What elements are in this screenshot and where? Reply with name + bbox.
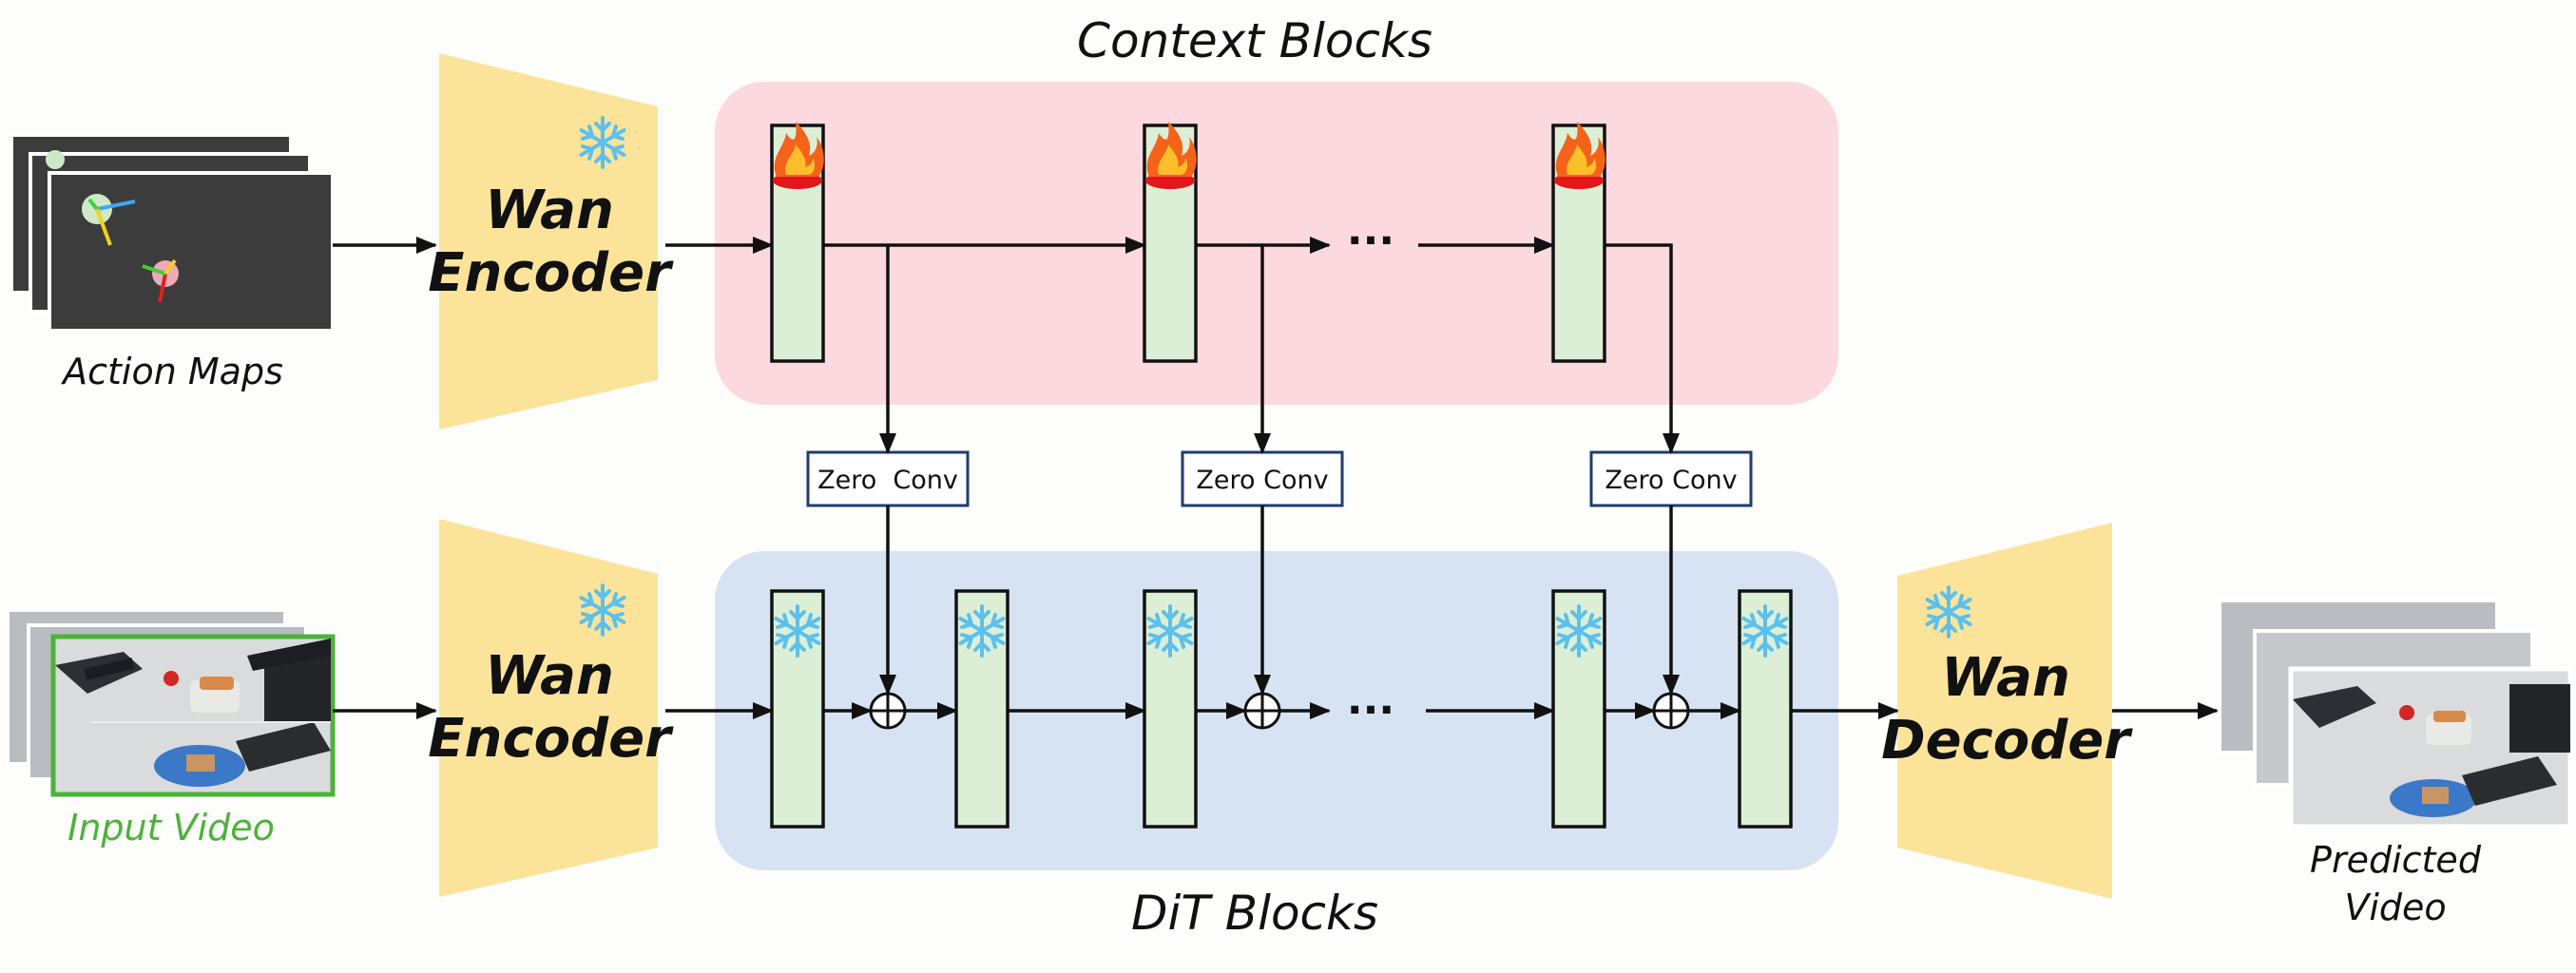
zero-conv-2-label: Zero Conv [1196,466,1328,495]
wan-encoder-bottom-line1: Wan [485,645,614,707]
zero-conv-1-label: Zero Conv [817,466,958,495]
zero-conv-3-label: Zero Conv [1605,466,1737,495]
context-ellipsis: ··· [1347,217,1394,265]
wan-encoder-bottom-line2: Encoder [428,708,674,770]
input-video-label: Input Video [67,807,275,849]
action-maps-label: Action Maps [60,351,283,392]
add-node-1 [869,692,907,730]
predicted-video-label-line2: Video [2344,887,2446,928]
zero-conv-1: Zero Conv [806,450,970,507]
wan-decoder: Wan Decoder [1881,523,2133,899]
predicted-video-stack [2218,599,2573,830]
add-node-2 [1243,692,1281,730]
dit-blocks-title: DiT Blocks [1131,886,1378,941]
dit-block-1 [770,589,825,829]
action-maps-stack [10,133,335,333]
dit-block-2 [954,589,1009,829]
context-block-2 [1143,122,1198,363]
predicted-video-label-line1: Predicted [2310,839,2482,881]
wan-encoder-top: Wan Encoder [428,53,674,429]
connectors [333,237,2219,719]
context-blocks-title: Context Blocks [1077,13,1432,68]
dit-block-5 [1738,589,1793,829]
zero-conv-3: Zero Conv [1589,450,1753,507]
dit-ellipsis: ··· [1347,686,1394,735]
wan-decoder-line1: Wan [1941,647,2070,709]
zero-conv-2: Zero Conv [1181,450,1344,507]
wan-decoder-line2: Decoder [1881,710,2133,772]
context-block-3 [1551,122,1606,363]
input-video-stack [6,608,336,797]
wan-encoder-top-line1: Wan [485,180,614,241]
dit-block-3 [1143,589,1198,829]
add-node-3 [1652,692,1690,730]
context-block-1 [770,122,825,363]
dit-block-4 [1551,589,1606,829]
wan-encoder-top-line2: Encoder [428,242,674,304]
wan-encoder-bottom: Wan Encoder [428,519,674,897]
